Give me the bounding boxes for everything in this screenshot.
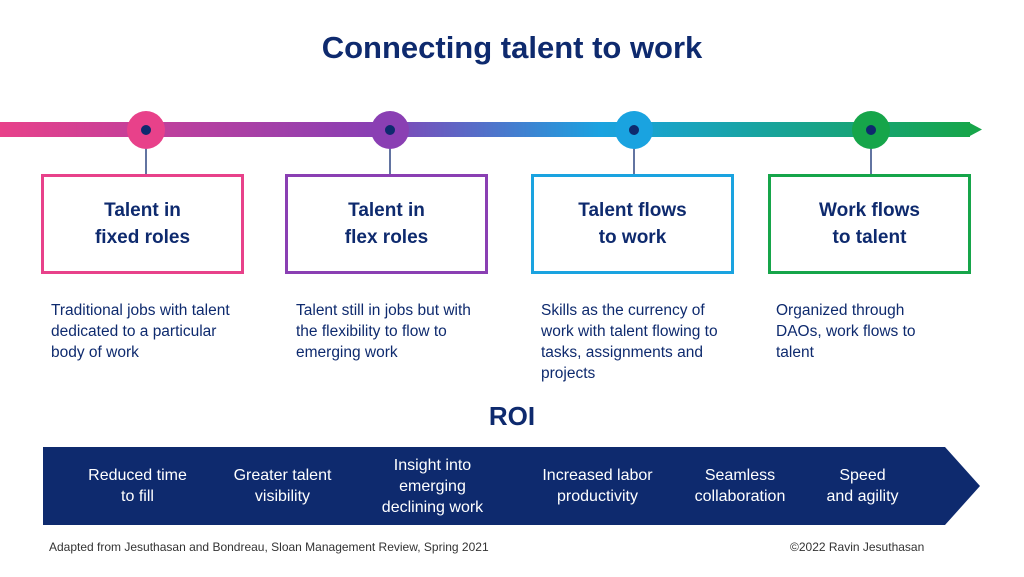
- stage-title: Talent in fixed roles: [94, 200, 191, 248]
- roi-arrow-shape: [43, 447, 980, 525]
- roi-item: Seamless collaboration: [675, 447, 805, 525]
- roi-item: Greater talent visibility: [215, 447, 350, 525]
- roi-item: Reduced time to fill: [70, 447, 205, 525]
- stage-title: Work flows to talent: [819, 200, 920, 248]
- roi-heading: ROI: [488, 401, 536, 431]
- roi-item-label: Increased labor productivity: [542, 467, 653, 505]
- timeline-node-dot-4: [866, 125, 876, 135]
- stage-description: Skills as the currency of work with tale…: [541, 302, 718, 382]
- roi-item: Increased labor productivity: [525, 447, 670, 525]
- source-note: Adapted from Jesuthasan and Bondreau, Sl…: [49, 540, 489, 554]
- roi-item-label: Reduced time to fill: [88, 467, 187, 505]
- roi-item-label: Greater talent visibility: [233, 467, 332, 505]
- roi-item: Speed and agility: [805, 447, 920, 525]
- timeline-node-dot-1: [141, 125, 151, 135]
- page-title: Connecting talent to work: [321, 30, 703, 65]
- stage-card-flex-roles: Talent in flex roles: [285, 174, 488, 274]
- stage-title: Talent in flex roles: [344, 200, 429, 248]
- roi-item-label: Speed and agility: [826, 467, 899, 505]
- timeline-bar: [0, 122, 970, 137]
- roi-item: Insight into emerging declining work: [360, 447, 505, 525]
- roi-item-label: Seamless collaboration: [694, 467, 786, 505]
- timeline-arrowhead: [968, 122, 982, 137]
- stage-card-fixed-roles: Talent in fixed roles: [41, 174, 244, 274]
- stage-card-work-flows: Work flows to talent: [768, 174, 971, 274]
- timeline-node-dot-2: [385, 125, 395, 135]
- stage-description: Talent still in jobs but with the flexib…: [296, 302, 471, 361]
- stage-description: Organized through DAOs, work flows to ta…: [776, 302, 916, 361]
- stage-title: Talent flows to work: [578, 200, 687, 248]
- roi-item-label: Insight into emerging declining work: [381, 456, 484, 516]
- copyright-note: ©2022 Ravin Jesuthasan: [790, 540, 925, 554]
- stage-description: Traditional jobs with talent dedicated t…: [51, 302, 230, 361]
- timeline: [0, 111, 982, 175]
- stage-card-talent-flows: Talent flows to work: [531, 174, 734, 274]
- timeline-node-dot-3: [629, 125, 639, 135]
